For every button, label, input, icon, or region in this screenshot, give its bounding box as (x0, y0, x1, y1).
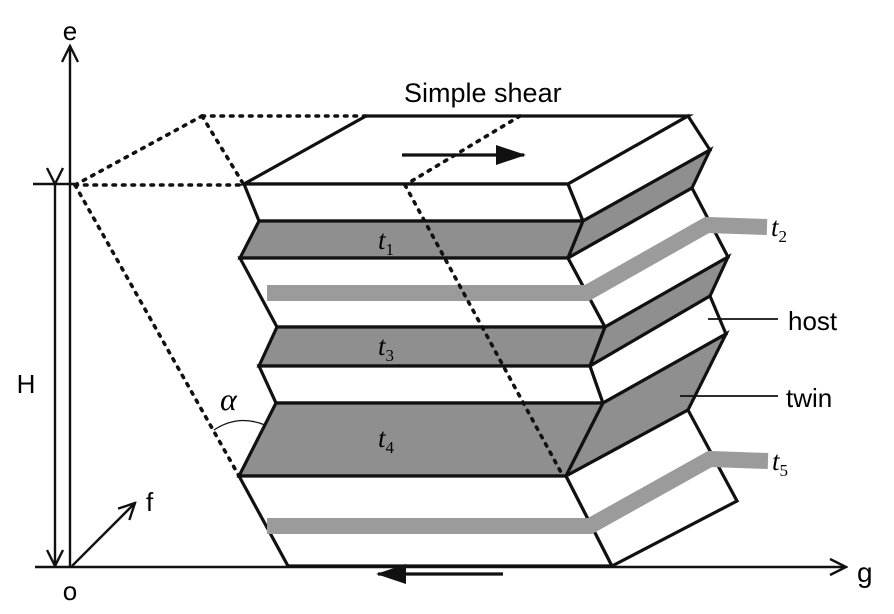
angle-label-alpha: α (220, 381, 238, 417)
dotted-guides (73, 114, 565, 478)
layer-twin-t4-front (236, 401, 606, 478)
title-simple-shear: Simple shear (404, 78, 562, 108)
axis-label-g: g (857, 557, 873, 588)
twin-label-t4: t4 (378, 423, 395, 457)
twin-label-t5: t5 (772, 446, 788, 480)
layer-twin-t1-front (237, 219, 586, 260)
angle-alpha-arc (213, 419, 266, 431)
stripe-t5 (267, 450, 769, 534)
axis-label-e: e (63, 16, 77, 46)
stripe-t2 (267, 216, 768, 301)
origin-label-o: o (63, 576, 77, 606)
layer-host-3-front (256, 364, 606, 405)
twin-label-t1: t1 (378, 225, 394, 259)
shear-arrows (376, 145, 526, 584)
twinned-block (236, 113, 769, 569)
height-label-h: H (17, 369, 36, 399)
coordinate-axes (33, 46, 846, 568)
twin-label-t2: t2 (771, 212, 787, 246)
callout-lines (680, 318, 778, 397)
twin-label-t3: t3 (378, 331, 394, 365)
f-axis (71, 503, 135, 567)
callout-label-twin: twin (786, 383, 832, 413)
axis-label-f: f (146, 487, 154, 517)
layer-twin-t3-front (256, 325, 608, 368)
callout-label-host: host (788, 306, 838, 336)
